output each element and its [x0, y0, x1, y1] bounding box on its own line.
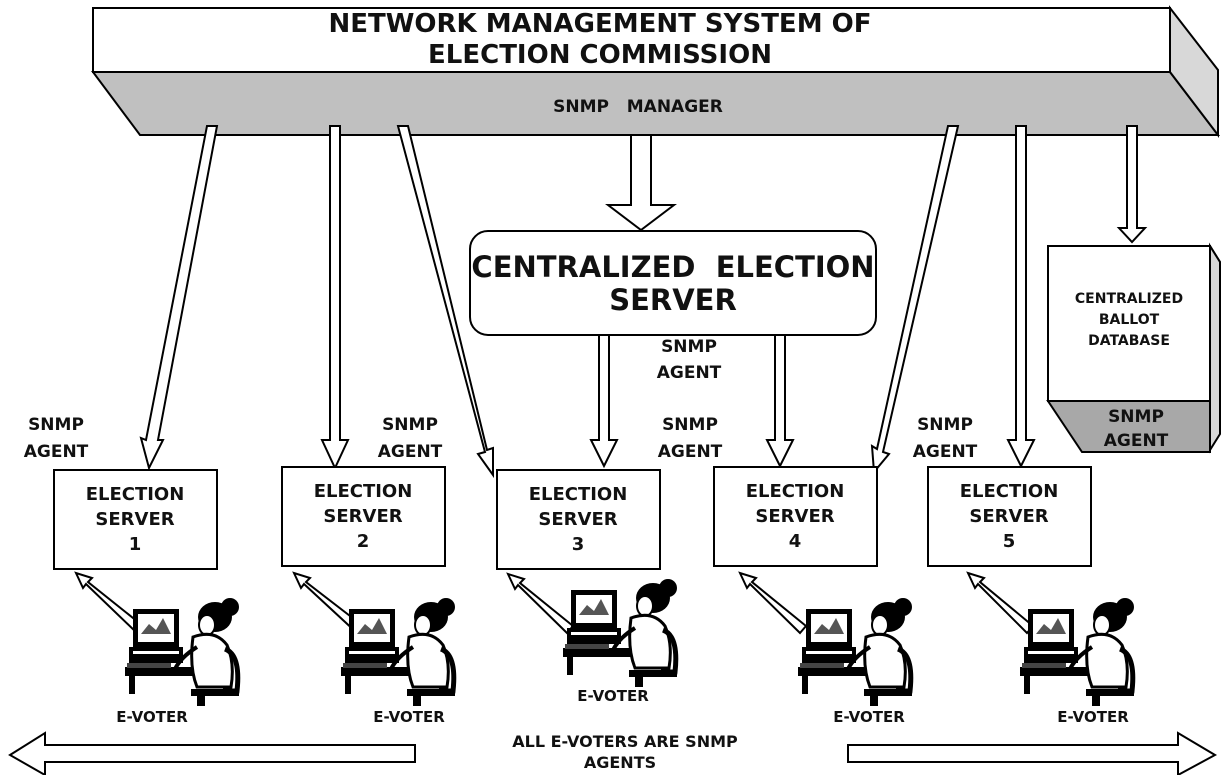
arrow-voter-1 — [74, 571, 145, 635]
agent-label-3-line1: SNMP — [662, 415, 718, 435]
footer-line2: AGENTS — [584, 753, 656, 772]
centralized-election-server: CENTRALIZED ELECTION SERVER — [469, 230, 877, 336]
nms-title-line2: ELECTION COMMISSION — [428, 40, 772, 70]
ballot-db-line3: DATABASE — [1088, 333, 1170, 349]
snmp-manager-label: SNMP MANAGER — [553, 97, 723, 117]
agent-label-1-line2: AGENT — [24, 442, 89, 462]
server-2-line2: SERVER — [323, 506, 402, 527]
agent-label-3-line2: AGENT — [658, 442, 723, 462]
ballot-db-agent-line2: AGENT — [1104, 431, 1169, 451]
server-5-line1: ELECTION — [960, 481, 1059, 502]
central-server-line1: CENTRALIZED ELECTION — [471, 250, 874, 284]
arrow-voter-4 — [738, 571, 808, 635]
server-3-number: 3 — [572, 534, 585, 555]
server-1-line1: ELECTION — [86, 484, 185, 505]
agent-label-2-line2: AGENT — [378, 442, 443, 462]
server-3-line2: SERVER — [538, 509, 617, 530]
server-3-line1: ELECTION — [529, 484, 628, 505]
central-server-agent-line2: AGENT — [657, 363, 722, 383]
voter-label-3: E-VOTER — [577, 687, 649, 705]
server-5-line2: SERVER — [969, 506, 1048, 527]
left-wide-arrow — [8, 731, 416, 775]
server-2-line1: ELECTION — [314, 481, 413, 502]
central-server-line2: SERVER — [609, 283, 737, 317]
arrow-to-server-4 — [870, 125, 960, 475]
arrow-to-server-5 — [1006, 125, 1036, 469]
snmp-agent-labels: SNMP AGENT SNMP AGENT SNMP AGENT SNMP AG… — [24, 415, 978, 462]
arrow-central-to-server-3 — [589, 334, 619, 469]
centralized-ballot-database: CENTRALIZED BALLOT DATABASE SNMP AGENT — [1046, 242, 1221, 454]
ballot-db-agent-line1: SNMP — [1108, 407, 1164, 427]
arrow-central-to-server-4 — [765, 334, 795, 469]
voter-label-1: E-VOTER — [116, 708, 188, 726]
right-wide-arrow — [847, 731, 1218, 775]
election-server-3: ELECTION SERVER 3 — [496, 469, 661, 570]
arrow-to-ballot-database — [1116, 125, 1148, 244]
double-arrow-icon — [8, 731, 1218, 775]
arrow-voter-3 — [506, 572, 575, 635]
election-server-2: ELECTION SERVER 2 — [281, 466, 446, 567]
agent-label-1-line1: SNMP — [28, 415, 84, 435]
server-4-number: 4 — [789, 531, 802, 552]
voter-at-computer-icon — [798, 598, 912, 706]
voter-at-computer-icon — [563, 579, 677, 687]
election-server-1: ELECTION SERVER 1 — [53, 469, 218, 570]
server-4-line1: ELECTION — [746, 481, 845, 502]
server-2-number: 2 — [357, 531, 370, 552]
server-1-number: 1 — [129, 534, 142, 555]
agent-label-4-line2: AGENT — [913, 442, 978, 462]
central-server-agent-line1: SNMP — [661, 337, 717, 357]
server-4-line2: SERVER — [755, 506, 834, 527]
nms-title-line1: NETWORK MANAGEMENT SYSTEM OF — [329, 9, 872, 39]
voter-label-5: E-VOTER — [1057, 708, 1129, 726]
ballot-db-line1: CENTRALIZED — [1075, 291, 1183, 307]
footer-line1: ALL E-VOTERS ARE SNMP — [512, 732, 738, 751]
arrow-to-server-3 — [396, 125, 494, 479]
arrow-voter-5 — [966, 571, 1035, 635]
arrow-to-server-1 — [139, 125, 219, 471]
network-management-system-bar: NETWORK MANAGEMENT SYSTEM OF ELECTION CO… — [91, 5, 1221, 138]
voter-at-computer-icon — [1020, 598, 1134, 706]
agent-label-2-line1: SNMP — [382, 415, 438, 435]
election-server-4: ELECTION SERVER 4 — [713, 466, 878, 567]
manager-to-agent-arrows — [139, 125, 1148, 479]
server-1-line2: SERVER — [95, 509, 174, 530]
election-server-5: ELECTION SERVER 5 — [927, 466, 1092, 567]
server-5-number: 5 — [1003, 531, 1016, 552]
central-to-server-arrows — [589, 334, 795, 469]
voter-label-2: E-VOTER — [373, 708, 445, 726]
voter-to-server-arrows — [74, 571, 1035, 635]
voter-label-4: E-VOTER — [833, 708, 905, 726]
ballot-db-line2: BALLOT — [1099, 312, 1160, 328]
voter-at-computer-icon — [125, 598, 239, 706]
arrow-to-server-2 — [320, 125, 350, 471]
voter-at-computer-icon — [341, 598, 455, 706]
agent-label-4-line1: SNMP — [917, 415, 973, 435]
arrow-to-central-server — [605, 134, 677, 232]
